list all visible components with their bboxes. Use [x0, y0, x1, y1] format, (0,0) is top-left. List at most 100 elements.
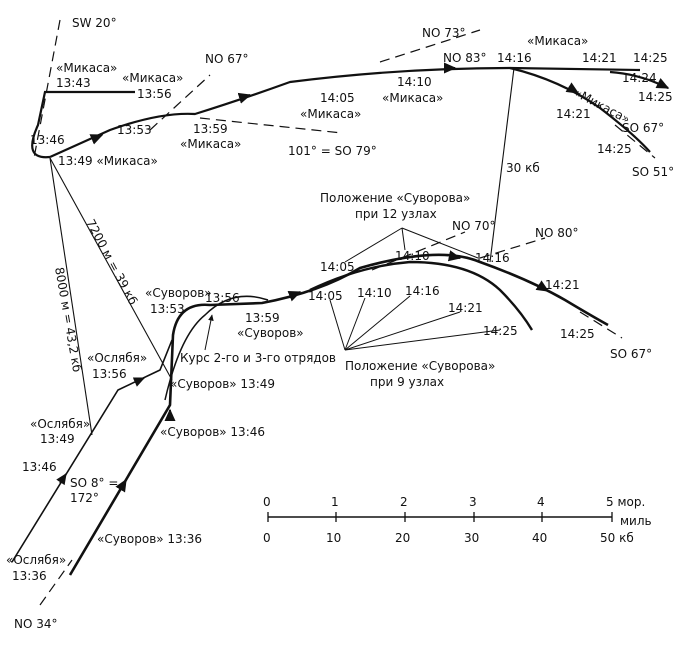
mikasa-time-1349: 13:49 «Микаса»	[58, 154, 158, 168]
suvorov-label-1349: «Суворов» 13:49	[170, 377, 275, 391]
ptr-course	[204, 314, 214, 351]
label-so8: SO 8° =	[70, 476, 118, 490]
label-no80: NO 80°	[535, 226, 579, 240]
distance-7200m: 7200 м = 39 кб	[83, 217, 140, 307]
suvorov-arrow-5	[535, 280, 550, 292]
mikasa-arrow-4	[655, 77, 670, 89]
suvorov-time-1410b: 14:10	[357, 286, 392, 300]
mikasa-label-1359: «Микаса»	[180, 137, 241, 151]
mikasa-time-1405: 14:05	[320, 91, 355, 105]
oslyabya-time-1349: 13:49	[40, 432, 75, 446]
label-so79: 101° = SO 79°	[288, 144, 377, 158]
suvorov-time-1416b: 14:16	[405, 284, 440, 298]
line-no34	[39, 559, 73, 606]
label-so51: SO 51°	[632, 165, 674, 179]
bearing-lines	[33, 19, 656, 606]
suvorov-label-1346: «Суворов» 13:46	[160, 425, 265, 439]
line-so51	[614, 124, 656, 159]
ptr-9-1416	[344, 295, 411, 351]
scale-cable-20: 20	[395, 531, 410, 545]
scale-mile-0: 0	[263, 495, 271, 509]
mikasa-time-1425a: 14:25	[633, 51, 668, 65]
oslyabya-time-1356: 13:56	[92, 367, 127, 381]
suvorov-time-1421b: 14:21	[448, 301, 483, 315]
scale-mile-5: 5 мор.	[606, 495, 645, 509]
label-so67-top: SO 67°	[622, 121, 664, 135]
ptr-9-1405	[329, 299, 346, 351]
oslyabya-track	[11, 339, 173, 563]
mikasa-arrow-5	[565, 82, 580, 94]
mikasa-time-1425c: 14:25	[597, 142, 632, 156]
suvorov-time-1405a: 14:05	[320, 260, 355, 274]
line-sw20	[33, 19, 61, 159]
mikasa-time-1346: 13:46	[30, 133, 65, 147]
mikasa-time-1425b: 14:25	[638, 90, 673, 104]
label-sw20: SW 20°	[72, 16, 117, 30]
label-no70: NO 70°	[452, 219, 496, 233]
mikasa-arrow-1	[89, 134, 104, 145]
suvorov-track-9knots	[309, 260, 534, 331]
ptr-9-1410	[344, 297, 366, 351]
ptr-12-1405	[344, 227, 403, 263]
suvorov-pos9: Положение «Суворова»	[345, 359, 495, 373]
oslyabya-label-1336: «Ослябя»	[6, 553, 66, 567]
scale-bar	[267, 512, 613, 522]
ptr-9-1425	[344, 329, 501, 351]
scale-cable-0: 0	[263, 531, 271, 545]
suvorov-time-1353: 13:53	[150, 302, 185, 316]
distance-30kb: 30 кб	[506, 161, 540, 175]
scale-cable-40: 40	[532, 531, 547, 545]
mikasa-time-1421a: 14:21	[582, 51, 617, 65]
mikasa-track-main	[49, 66, 641, 159]
mikasa-time-1353: 13:53	[117, 123, 152, 137]
suvorov-label-1336: «Суворов» 13:36	[97, 532, 202, 546]
suvorov-time-1416a: 14:16	[475, 251, 510, 265]
line-8000m	[49, 157, 93, 436]
scale-mile-3: 3	[469, 495, 477, 509]
line-no80	[479, 237, 546, 259]
label-no34: NO 34°	[14, 617, 58, 631]
suvorov-time-1405b: 14:05	[308, 289, 343, 303]
ptr-12-1410	[401, 227, 406, 251]
suvorov-track	[68, 250, 609, 576]
label-no83: NO 83°	[443, 51, 487, 65]
mikasa-time-1416: 14:16	[497, 51, 532, 65]
course-2-3-squadrons	[164, 295, 269, 401]
suvorov-time-1410a: 14:10	[395, 249, 430, 263]
mikasa-label-1405: «Микаса»	[300, 107, 361, 121]
label-so67-bottom: SO 67°	[610, 347, 652, 361]
scale-miles-unit: миль	[620, 514, 652, 528]
scale-cable-10: 10	[326, 531, 341, 545]
label-no67: NO 67°	[205, 52, 249, 66]
scale-mile-4: 4	[537, 495, 545, 509]
scale-mile-2: 2	[400, 495, 408, 509]
label-so8b: 172°	[70, 491, 99, 505]
label-no73: NO 73°	[422, 26, 466, 40]
scale-cable-50: 50 кб	[600, 531, 634, 545]
oslyabya-time-1336: 13:36	[12, 569, 47, 583]
line-no67	[149, 74, 211, 131]
mikasa-label-1343: «Микаса»	[56, 61, 117, 75]
oslyabya-arrow-2	[132, 377, 146, 387]
line-30kb	[489, 67, 515, 263]
oslyabya-label-1349: «Ослябя»	[30, 417, 90, 431]
mikasa-time-1424: 14:24	[622, 71, 657, 85]
line-so79	[199, 117, 343, 134]
oslyabya-time-1346: 13:46	[22, 460, 57, 474]
distance-lines	[49, 67, 515, 436]
mikasa-label-1416: «Микаса»	[527, 34, 588, 48]
line-so67-bottom	[579, 311, 623, 339]
suvorov-arrow-1	[115, 478, 127, 493]
scale-mile-1: 1	[331, 495, 339, 509]
oslyabya-arrow-1	[56, 472, 67, 486]
ptr-9-1421	[344, 311, 461, 351]
mikasa-time-1343: 13:43	[56, 76, 91, 90]
scale-cable-30: 30	[464, 531, 479, 545]
suvorov-pos12b: при 12 узлах	[355, 207, 437, 221]
suvorov-time-1356: 13:56	[205, 291, 240, 305]
oslyabya-label-1356: «Ослябя»	[87, 351, 147, 365]
suvorov-label-1353: «Суворов»	[145, 286, 212, 300]
suvorov-time-1425b: 14:25	[483, 324, 518, 338]
mikasa-label-1410: «Микаса»	[382, 91, 443, 105]
